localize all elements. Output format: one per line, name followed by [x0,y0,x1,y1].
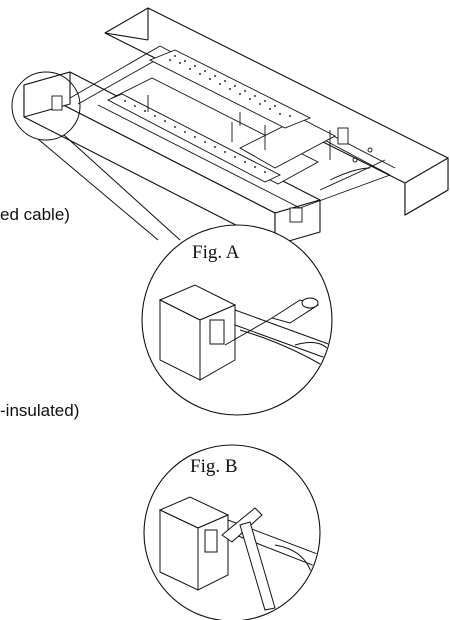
zoom-indicator [11,71,181,241]
insulated-label: -insulated) [0,401,79,420]
fig-a-label: Fig. A [192,242,240,263]
fig-b-label: Fig. B [190,456,238,477]
perforated-strip-lower [106,93,282,183]
perforated-strip-upper [148,49,312,129]
cable-label: ed cable) [0,205,70,224]
fig-b-detail [143,444,321,620]
fig-a-detail [141,224,333,416]
hardware-details [51,95,386,223]
